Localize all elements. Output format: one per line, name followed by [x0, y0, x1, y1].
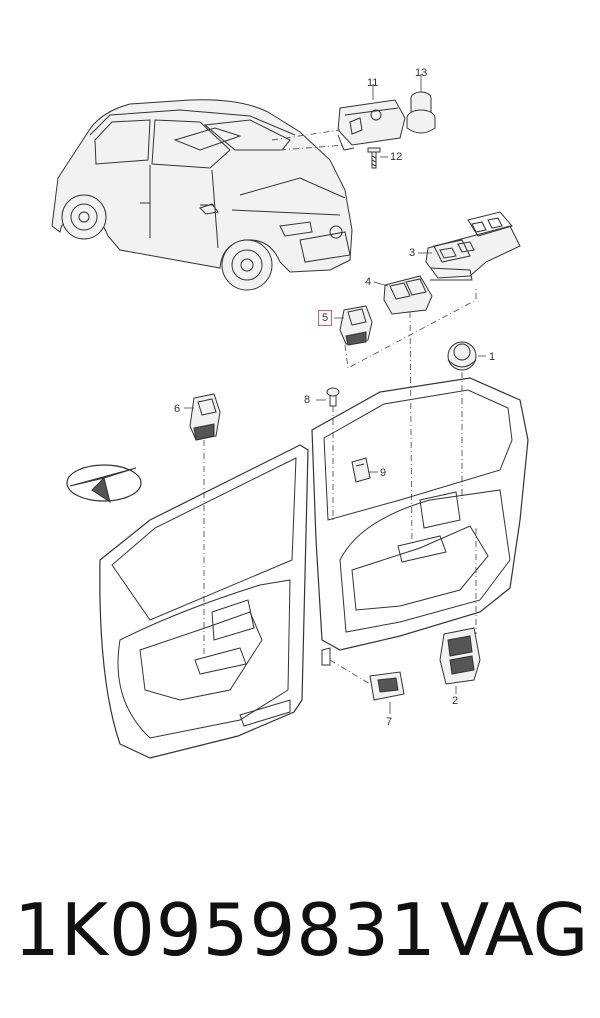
part-12-screw [367, 147, 381, 169]
car-illustration [51, 99, 353, 291]
part-1-mirror-adjuster [447, 341, 477, 371]
parts-diagram [51, 74, 529, 759]
brand-text: VAG [440, 888, 589, 972]
rear-door-panel [99, 444, 309, 759]
callout-7: 7 [386, 716, 393, 728]
part-9-bracket [351, 457, 371, 483]
part-8-clip [326, 387, 340, 407]
callout-12: 12 [390, 151, 403, 163]
part-2-switch-panel [439, 627, 481, 685]
callout-11: 11 [367, 77, 379, 89]
callout-2: 2 [452, 695, 459, 707]
callout-3: 3 [409, 247, 416, 259]
callout-5: 5 [318, 310, 333, 326]
front-door-panel [311, 377, 529, 666]
part-11-motor [337, 99, 406, 151]
callout-8: 8 [304, 394, 311, 406]
callout-13: 13 [415, 67, 428, 79]
callout-4: 4 [365, 276, 372, 288]
part-3-master-switch [425, 211, 521, 281]
part-6-switch [189, 393, 221, 441]
part-number-text: 1K0959831 [14, 888, 437, 972]
orientation-arrow-icon [66, 464, 142, 504]
part-7-switch [369, 671, 405, 701]
part-13-knob [406, 91, 436, 134]
callout-6: 6 [174, 403, 181, 415]
callout-9: 9 [380, 467, 387, 479]
part-5-switch [339, 305, 373, 346]
callout-1: 1 [489, 351, 496, 363]
part-4-switch [383, 275, 433, 315]
